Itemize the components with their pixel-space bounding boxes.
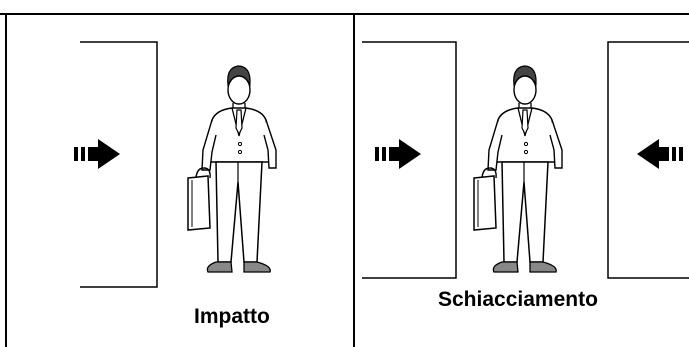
impact-label: Impatto [194, 305, 270, 328]
door-panel-icon [362, 41, 457, 279]
right-arrow-icon [375, 139, 421, 169]
panel-impact [74, 41, 277, 288]
crush-label: Schiacciamento [438, 288, 598, 311]
table-grid [0, 13, 689, 347]
door-panel-icon [80, 41, 158, 288]
businessman-icon [473, 65, 563, 273]
businessman-icon [187, 65, 277, 273]
right-arrow-icon [74, 139, 120, 169]
panel-crush [362, 41, 689, 279]
left-arrow-icon [637, 139, 683, 169]
door-panel-icon [607, 41, 689, 279]
